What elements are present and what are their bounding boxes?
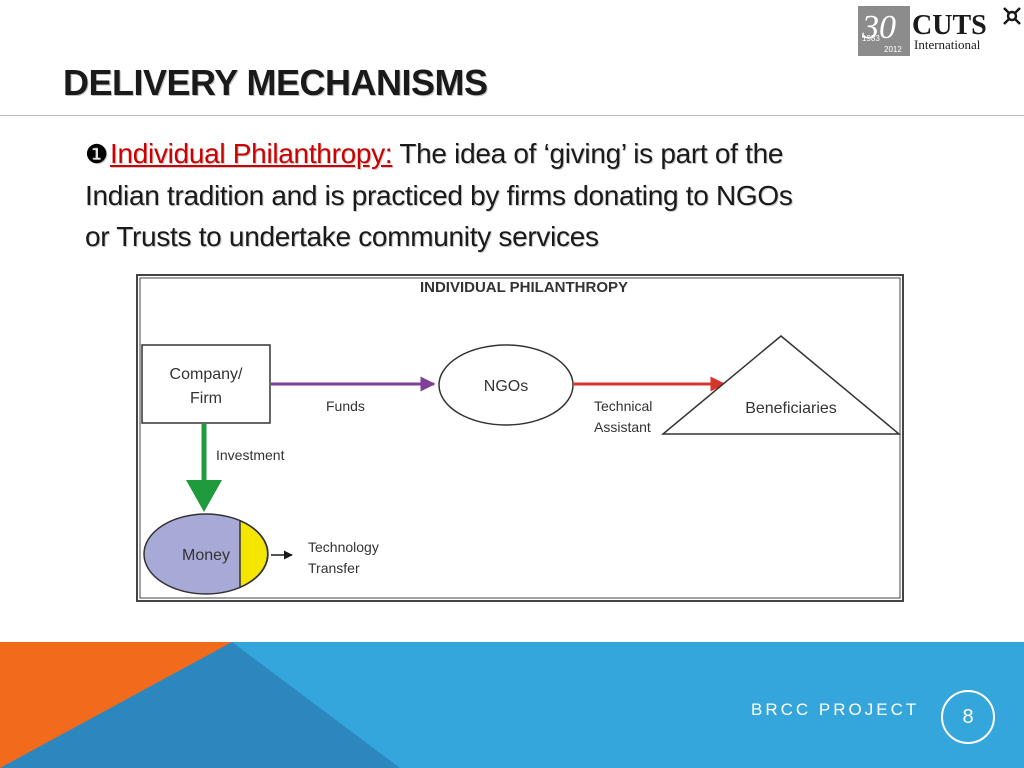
- philanthropy-diagram: INDIVIDUAL PHILANTHROPY Company/ Firm Fu…: [136, 274, 904, 602]
- funds-label: Funds: [326, 398, 365, 414]
- title-divider: [0, 115, 1024, 116]
- technical-label: Technical: [594, 398, 652, 414]
- body-line-2: Indian tradition and is practiced by fir…: [85, 180, 793, 211]
- ngos-node: [438, 344, 574, 426]
- footer-project-label: BRCC PROJECT: [751, 700, 920, 719]
- logo-year-start: 1983: [862, 34, 880, 43]
- logo-years-number: 30: [861, 9, 896, 46]
- logo-name: CUTS: [912, 10, 987, 41]
- beneficiaries-label: Beneficiaries: [745, 400, 837, 417]
- logo-subtitle: International: [914, 37, 981, 52]
- money-yellow-band: [239, 519, 269, 589]
- technology-label: Technology: [308, 539, 379, 555]
- beneficiaries-node: [660, 335, 902, 435]
- logo-grey-block: [858, 6, 910, 56]
- body-line-3: or Trusts to undertake community service…: [85, 221, 599, 252]
- investment-label: Investment: [216, 447, 285, 463]
- page-number: 8: [962, 706, 974, 728]
- money-label: Money: [182, 547, 230, 564]
- page-number-badge: 8: [941, 690, 995, 744]
- ngos-label: NGOs: [484, 378, 528, 395]
- company-label: Company/: [170, 366, 243, 383]
- footer-band: [0, 642, 1024, 768]
- bullet-paragraph: ❶Individual Philanthropy: The idea of ‘g…: [85, 133, 965, 257]
- diagram-inner-frame: [139, 277, 901, 599]
- logo-year-end: 2012: [884, 45, 902, 54]
- footer-orange-wedge: [0, 642, 232, 768]
- body-line-1: The idea of ‘giving’ is part of the: [399, 138, 784, 169]
- diagram-title: INDIVIDUAL PHILANTHROPY: [420, 279, 628, 296]
- cuts-logo: 30 1983 2012 CUTS International: [858, 6, 1021, 56]
- firm-label: Firm: [190, 390, 222, 407]
- individual-philanthropy-link[interactable]: Individual Philanthropy:: [110, 138, 393, 169]
- investment-arrow-head: [186, 480, 222, 512]
- numbered-bullet-one-icon: ❶: [85, 139, 109, 169]
- transfer-label: Transfer: [308, 560, 360, 576]
- slide-title: DELIVERY MECHANISMS: [63, 62, 488, 103]
- cuts-emblem-icon: [1003, 7, 1021, 25]
- company-firm-box: [141, 344, 271, 424]
- assistant-label: Assistant: [594, 419, 651, 435]
